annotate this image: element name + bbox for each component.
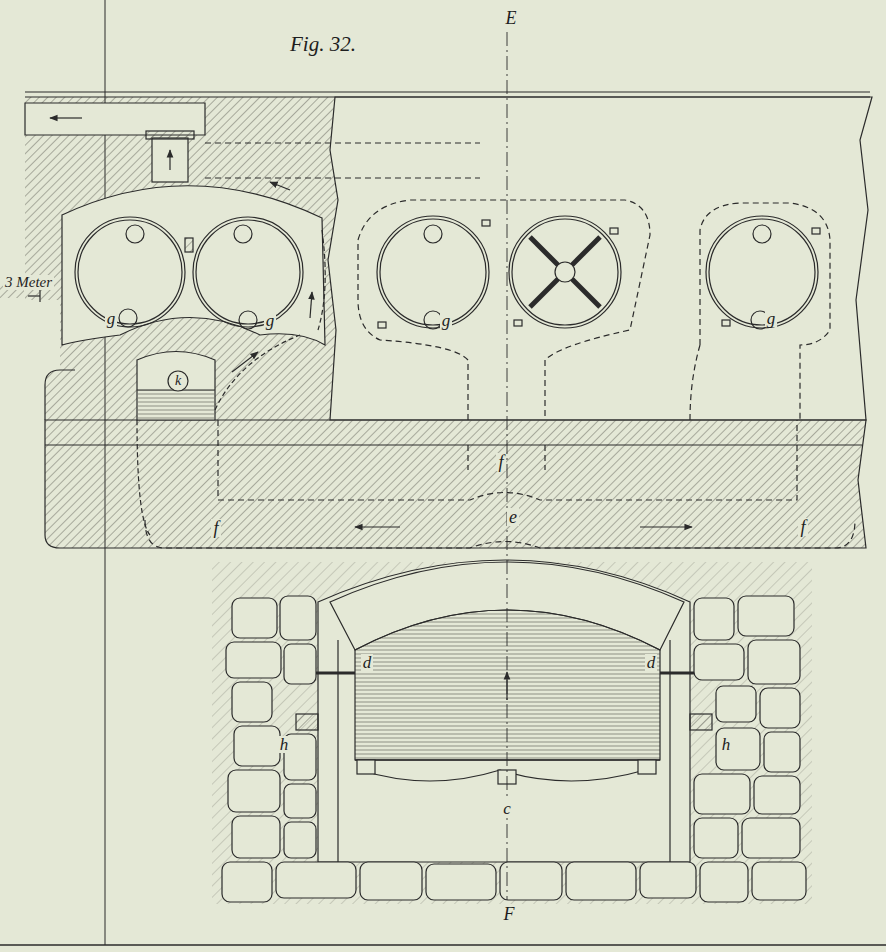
part-letter: g: [105, 310, 118, 327]
part-letter: f: [798, 518, 807, 536]
part-letter: e: [507, 508, 519, 526]
part-letter: f: [496, 453, 505, 471]
figure-title: Fig. 32.: [290, 34, 356, 55]
part-letter: F: [502, 905, 517, 923]
part-letter: k: [173, 374, 183, 388]
part-letter: h: [278, 736, 291, 753]
part-letter: h: [720, 736, 733, 753]
scale-label: 3 Meter: [3, 275, 54, 290]
part-letter: c: [501, 800, 513, 817]
part-letter: d: [645, 654, 658, 671]
part-letter: d: [361, 654, 374, 671]
part-letter: f: [211, 519, 220, 537]
part-letter: g: [440, 312, 453, 329]
part-letter: g: [264, 312, 277, 329]
part-letter: g: [765, 310, 778, 327]
part-letter: E: [504, 9, 519, 27]
